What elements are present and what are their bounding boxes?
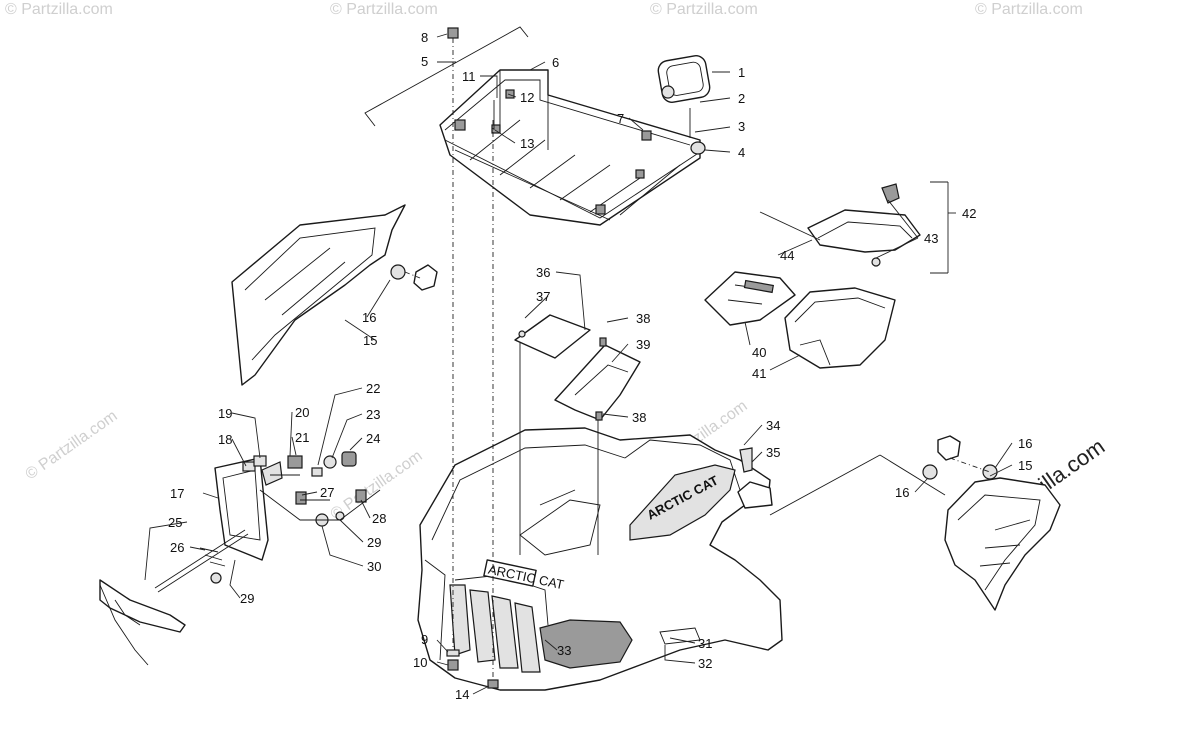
callout-18: 18 — [218, 432, 232, 447]
callout-12: 12 — [520, 90, 534, 105]
callout-15: 15 — [1018, 458, 1032, 473]
callout-35: 35 — [766, 445, 780, 460]
callout-11: 11 — [462, 69, 476, 84]
callout-36: 36 — [536, 265, 550, 280]
callout-44: 44 — [780, 248, 794, 263]
callout-10: 10 — [413, 655, 427, 670]
callout-25: 25 — [168, 515, 182, 530]
callout-28: 28 — [372, 511, 386, 526]
callout-19: 19 — [218, 406, 232, 421]
callout-26: 26 — [170, 540, 184, 555]
storage-compartment — [704, 181, 949, 369]
callout-21: 21 — [295, 430, 309, 445]
watermark-text: © Partzilla.com — [650, 1, 758, 18]
callout-43: 43 — [924, 231, 938, 246]
callout-31: 31 — [698, 636, 712, 651]
callout-2: 2 — [738, 91, 745, 106]
watermark-text: © Partzilla.com — [5, 1, 113, 18]
leader-lines — [144, 33, 1013, 695]
callout-41: 41 — [752, 366, 766, 381]
callout-38: 38 — [636, 311, 650, 326]
callout-38: 38 — [632, 410, 646, 425]
callout-7: 7 — [617, 111, 624, 126]
callout-16: 16 — [895, 485, 909, 500]
mirror-assembly — [657, 55, 711, 155]
callout-27: 27 — [320, 485, 334, 500]
callout-37: 37 — [536, 289, 550, 304]
callout-40: 40 — [752, 345, 766, 360]
callout-32: 32 — [698, 656, 712, 671]
right-side-panel — [769, 435, 1061, 611]
front-body: ARCTIC CAT ARCTIC CAT — [417, 340, 783, 691]
callout-30: 30 — [367, 559, 381, 574]
callout-6: 6 — [552, 55, 559, 70]
callout-16: 16 — [1018, 436, 1032, 451]
callout-3: 3 — [738, 119, 745, 134]
callout-17: 17 — [170, 486, 184, 501]
callout-1: 1 — [738, 65, 745, 80]
callout-24: 24 — [366, 431, 380, 446]
callout-16: 16 — [362, 310, 376, 325]
callout-29: 29 — [240, 591, 254, 606]
front-rack — [364, 26, 701, 226]
callout-42: 42 — [962, 206, 976, 221]
left-side-panel — [231, 204, 438, 386]
fastener-lines — [446, 27, 499, 689]
callout-22: 22 — [366, 381, 380, 396]
callout-20: 20 — [295, 405, 309, 420]
callout-33: 33 — [557, 643, 571, 658]
callout-9: 9 — [421, 632, 428, 647]
watermark-text: © Partzilla.com — [330, 1, 438, 18]
callout-8: 8 — [421, 30, 428, 45]
callout-23: 23 — [366, 407, 380, 422]
callout-34: 34 — [766, 418, 780, 433]
callout-labels: 1 2 3 4 5 6 7 8 9 10 11 12 13 14 15 16 1… — [168, 30, 1032, 702]
headlight-assembly — [99, 451, 381, 666]
center-covers — [514, 314, 641, 421]
callout-4: 4 — [738, 145, 745, 160]
callout-29: 29 — [367, 535, 381, 550]
callout-14: 14 — [455, 687, 469, 702]
watermark-text: © Partzilla.com — [23, 408, 121, 484]
callout-15: 15 — [363, 333, 377, 348]
callout-5: 5 — [421, 54, 428, 69]
callout-39: 39 — [636, 337, 650, 352]
watermark-text: © Partzilla.com — [975, 1, 1083, 18]
callout-13: 13 — [520, 136, 534, 151]
